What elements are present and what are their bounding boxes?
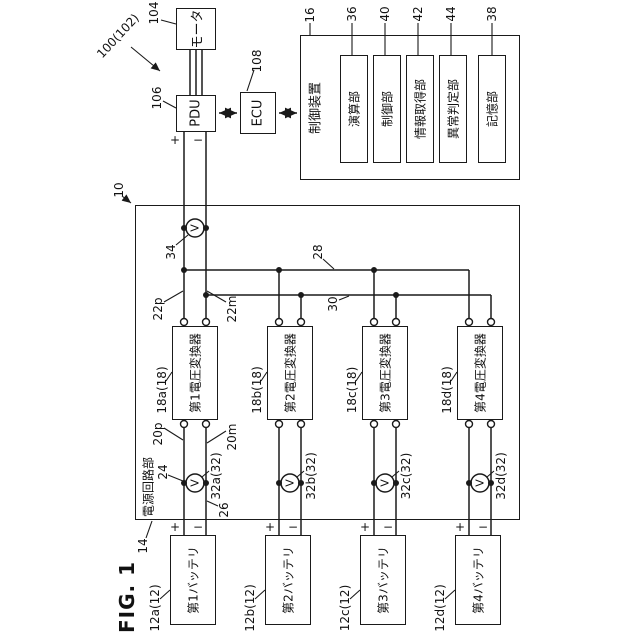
unit-box-calculation	[340, 55, 368, 163]
battery-ref-3: 12c(12)	[338, 584, 352, 632]
battery-box-3	[360, 535, 406, 625]
leader-lines	[121, 19, 495, 600]
battery-2-plus-sign: +	[264, 520, 276, 534]
converter-box-3	[362, 326, 408, 420]
converter-terminal-circles	[179, 317, 496, 429]
wire-ref-24: 24	[156, 464, 170, 480]
unit-label-abnormality-determination: 異常判定部	[446, 78, 461, 140]
voltmeter-32d-ref: 32d(32)	[494, 452, 508, 500]
voltmeter-32c-ref: 32c(32)	[399, 452, 413, 500]
converter-label-4: 第4電圧変換器	[473, 333, 488, 413]
converter-ref-2: 18b(18)	[250, 366, 264, 414]
ecu-ref: 108	[250, 49, 264, 73]
converter-box-2	[267, 326, 313, 420]
converter-ref-4: 18d(18)	[440, 366, 454, 414]
voltmeter-32d-symbol: V	[473, 479, 487, 487]
motor-ref: 104	[147, 1, 161, 25]
junction-dots	[181, 225, 494, 486]
battery-label-3: 第3バッテリ	[376, 546, 391, 614]
battery-4-plus-sign: +	[454, 520, 466, 534]
wire-ref-22m: 22m	[225, 295, 239, 323]
converter-ref-1: 18a(18)	[155, 366, 169, 414]
unit-label-storage: 記憶部	[485, 90, 500, 128]
battery-4-minus-sign: −	[477, 520, 489, 534]
voltmeter-circles	[185, 218, 490, 493]
voltmeter-32a-symbol: V	[188, 479, 202, 487]
pdu-ref: 106	[150, 86, 164, 110]
power-circuit-section-ref: 14	[136, 538, 150, 554]
controller-ref: 16	[303, 7, 317, 23]
battery-label-1: 第1バッテリ	[186, 546, 201, 614]
power-circuit-box	[135, 205, 520, 520]
voltmeter-34-ref: 34	[164, 244, 178, 260]
pdu-label: PDU	[188, 99, 204, 127]
voltmeter-32a-ref: 32a(32)	[209, 452, 223, 500]
voltmeter-32c-symbol: V	[378, 479, 392, 487]
pdu-plus-sign: +	[169, 133, 181, 147]
unit-ref-abnormality-determination: 44	[444, 6, 458, 22]
converter-ref-3: 18c(18)	[345, 366, 359, 414]
unit-ref-control: 40	[378, 6, 392, 22]
bus-ref-30: 30	[326, 296, 340, 312]
battery-label-4: 第4バッテリ	[471, 546, 486, 614]
wire-ref-20m: 20m	[225, 423, 239, 451]
converter-label-1: 第1電圧変換器	[188, 333, 203, 413]
battery-box-1	[170, 535, 216, 625]
wire-ref-22p: 22p	[151, 297, 165, 321]
bus-ref-28: 28	[311, 244, 325, 260]
voltmeter-32b-ref: 32b(32)	[304, 452, 318, 500]
battery-3-plus-sign: +	[359, 520, 371, 534]
battery-1-minus-sign: −	[192, 520, 204, 534]
converter-label-3: 第3電圧変換器	[378, 333, 393, 413]
battery-box-4	[455, 535, 501, 625]
unit-label-info-acquisition: 情報取得部	[413, 78, 428, 140]
battery-ref-2: 12b(12)	[243, 584, 257, 632]
converter-label-2: 第2電圧変換器	[283, 333, 298, 413]
unit-box-storage	[478, 55, 506, 163]
pdu-minus-sign: −	[192, 133, 204, 147]
unit-label-control: 制御部	[380, 90, 395, 128]
ecu-box	[240, 92, 276, 134]
motor-box	[176, 8, 216, 50]
motor-pdu-wires	[189, 50, 203, 95]
unit-label-calculation: 演算部	[347, 90, 362, 128]
power-circuit-ref: 10	[112, 182, 126, 198]
unit-ref-storage: 38	[485, 6, 499, 22]
battery-label-2: 第2バッテリ	[281, 546, 296, 614]
controller-box	[300, 35, 520, 180]
battery-ref-1: 12a(12)	[148, 584, 162, 632]
converter-box-1	[172, 326, 218, 420]
motor-label: モータ	[190, 9, 206, 49]
power-circuit-label: 電源回路部	[141, 456, 156, 518]
battery-ref-4: 12d(12)	[433, 584, 447, 632]
battery-1-plus-sign: +	[169, 520, 181, 534]
battery-2-minus-sign: −	[287, 520, 299, 534]
figure-title: FIG. 1	[115, 561, 139, 633]
unit-box-abnormality-determination	[439, 55, 467, 163]
unit-ref-calculation: 36	[345, 6, 359, 22]
converter-box-4	[457, 326, 503, 420]
ecu-label: ECU	[250, 99, 266, 127]
pdu-box	[176, 95, 216, 132]
wire-ref-26: 26	[217, 502, 231, 518]
unit-box-info-acquisition	[406, 55, 434, 163]
voltmeter-32b-symbol: V	[283, 479, 297, 487]
voltmeter-34-symbol: V	[188, 224, 202, 232]
controller-label: 制御装置	[308, 81, 324, 135]
wire-ref-20p: 20p	[151, 422, 165, 446]
unit-box-control	[373, 55, 401, 163]
battery-box-2	[265, 535, 311, 625]
unit-ref-info-acquisition: 42	[411, 6, 425, 22]
battery-3-minus-sign: −	[382, 520, 394, 534]
